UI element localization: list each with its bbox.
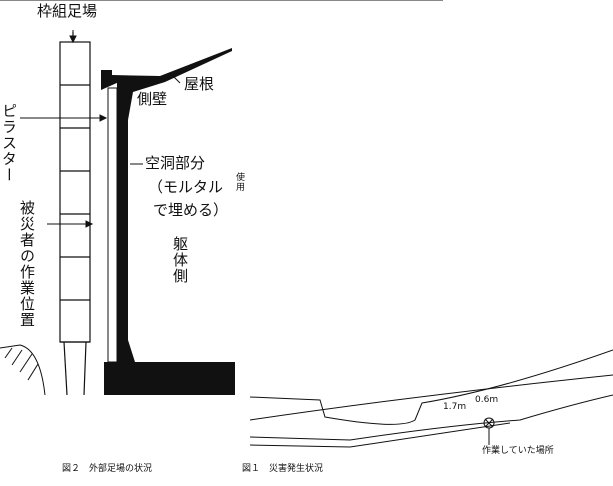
label-mortar-line1: （モルタル xyxy=(148,178,224,196)
ground-hatch xyxy=(0,344,46,396)
scaffold-frame xyxy=(59,32,91,396)
label-scaffold: 枠組足場 xyxy=(37,2,98,20)
label-work-location: 作業していた場所 xyxy=(482,446,554,456)
label-roof: 屋根 xyxy=(184,75,215,93)
leader-arrows xyxy=(20,30,181,228)
dim-0-6m: 0.6m xyxy=(475,395,499,405)
label-mortar-line2: で埋める） xyxy=(153,201,229,219)
label-victim-position: 被災者の作業位置 xyxy=(18,200,36,328)
caption-figure2: 図２ 外部足場の状況 xyxy=(62,464,153,474)
dim-1-7m: 1.7m xyxy=(443,402,467,412)
label-mortar-used: 使用 xyxy=(234,172,244,192)
label-structure-side: 躯体側 xyxy=(171,236,189,284)
label-side-wall: 側壁 xyxy=(137,90,168,108)
right-plan-drawing xyxy=(0,0,613,448)
caption-figure1: 図１ 災害発生状況 xyxy=(242,464,324,474)
pilaster-plaster xyxy=(101,48,235,395)
label-pilaster: ピラスター xyxy=(0,103,18,183)
label-cavity: 空洞部分 xyxy=(145,154,206,172)
